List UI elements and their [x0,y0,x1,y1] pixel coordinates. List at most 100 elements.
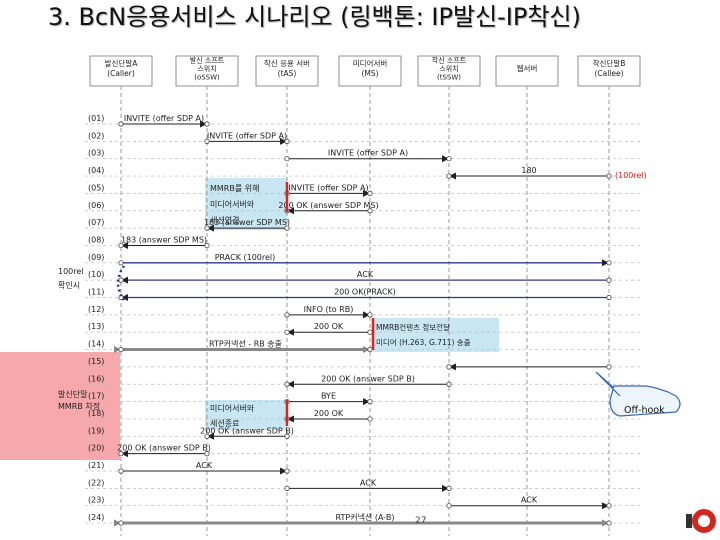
message-dot [367,190,373,196]
message-dot [284,381,290,387]
message-dot [446,503,452,509]
message-dot [446,381,452,387]
participant-box-tas [255,55,319,87]
participant-label-callee: 착신단말B [593,58,626,68]
note-mmrb-transfer-box [373,318,499,352]
participant-label-tssw: (tSSW) [437,74,461,82]
step-label: (23) [88,496,104,505]
annotation-offhook: Off-hook [624,405,665,416]
participant-label-tssw: 스위치 [439,64,458,73]
message-label: INFO (to RB) [304,305,354,314]
message-dot [284,138,290,144]
annotation-mmrb-setup: 미디어서버와 [210,199,255,209]
participant-box-tssw [417,55,481,87]
participant-box-ms [338,55,402,87]
annotation-session-end: 세션종료 [210,418,239,428]
note-session-end-box [205,400,287,430]
participant-label-tas: 착신 응용 서버 [264,58,310,68]
participant-label-ms: (MS) [361,69,378,78]
step-label: (20) [88,444,104,453]
message-dot [118,277,124,283]
note-mmrb-setup-box [205,178,287,230]
step-label: (16) [88,374,104,383]
message-dot [367,398,373,405]
page-number: 27 [415,516,426,526]
offhook-callout-shape [609,385,681,417]
message-label: ACK [521,496,538,505]
message-label: INVITE (offer SDP A) [328,149,408,158]
message-label: 200 OK(PRACK) [334,288,396,297]
step-label: (08) [88,235,104,244]
participant-box-web [495,55,559,87]
message-dot [118,468,124,474]
message-label: RTP커넥션 - RB 송출 [209,339,282,349]
message-label: 200 OK (answer SDP MS) [278,201,378,210]
highlight-caller-mmrb [0,352,120,460]
message-dot [367,416,373,422]
step-label: (12) [88,305,104,314]
step-label: (02) [88,131,104,140]
participant-label-ms: 미디어서버 [353,58,388,68]
message-label: 200 OK [314,409,344,418]
message-dot [367,329,373,335]
message-dot [284,433,290,439]
message-label: 180 [521,166,536,175]
message-dot [284,312,290,318]
message-label: 200 OK [314,322,344,331]
message-dot [446,156,452,162]
logo-icon-inner [698,515,710,527]
participant-label-callee: (Callee) [594,69,623,78]
message-label: RTP커넥션 (A-B) [336,512,395,522]
message-dot [204,138,210,144]
message-dot [606,277,612,283]
step-label: (15) [88,357,104,366]
message-dot [118,121,124,127]
message-label: BYE [321,392,336,401]
message-label: 183 (answer SDP MS) [121,235,207,244]
annotation-session-end: 미디어서버와 [210,403,255,413]
step-label: (19) [88,426,104,435]
message-dot [118,451,124,457]
participant-label-ossw: (oSSW) [194,74,220,82]
message-dot [284,225,290,231]
message-dot [118,520,124,526]
message-dot [367,346,373,353]
annotation-mmrb-setup: 세션연결 [210,215,239,225]
message-label: PRACK (100rel) [215,253,276,262]
message-dot [204,451,210,457]
message-label: ACK [196,461,213,470]
offhook-callout-pointer [595,371,621,397]
logo-icon-bar [686,514,692,528]
annotation-caller-mmrb: MMRB 차정 [58,401,100,411]
step-label: (10) [88,270,104,279]
annotation-mmrb-transfer: 미디어 (H.263, G.711) 송출 [376,337,471,347]
step-label: (06) [88,201,104,210]
message-label: ACK [357,270,374,279]
participant-box-callee [577,55,641,87]
message-dot [606,294,612,301]
participant-label-web: 웹서버 [517,63,538,73]
message-dot [204,433,210,439]
step-label: (24) [88,513,104,522]
message-dot [606,173,612,179]
step-label: (11) [88,288,104,297]
message-dot [606,260,612,266]
message-dot [606,364,612,370]
message-dot [118,260,124,266]
message-label: ACK [360,478,377,487]
participant-label-ossw: 스위치 [197,64,216,73]
message-dot [118,346,124,353]
message-dot [367,208,373,214]
participant-box-caller [89,55,153,87]
message-dot [606,503,612,509]
step-label: (17) [88,392,104,401]
participant-label-tas: (tAS) [278,69,297,78]
participant-label-caller: 발신단말A [105,58,139,68]
step-label: (22) [88,478,104,487]
message-dot [284,485,290,491]
message-dot [204,121,210,127]
annotation-100rel-confirm: 100rel [58,267,84,276]
step-label: (09) [88,253,104,262]
annotation-mmrb-setup: MMRB를 위해 [210,183,259,193]
